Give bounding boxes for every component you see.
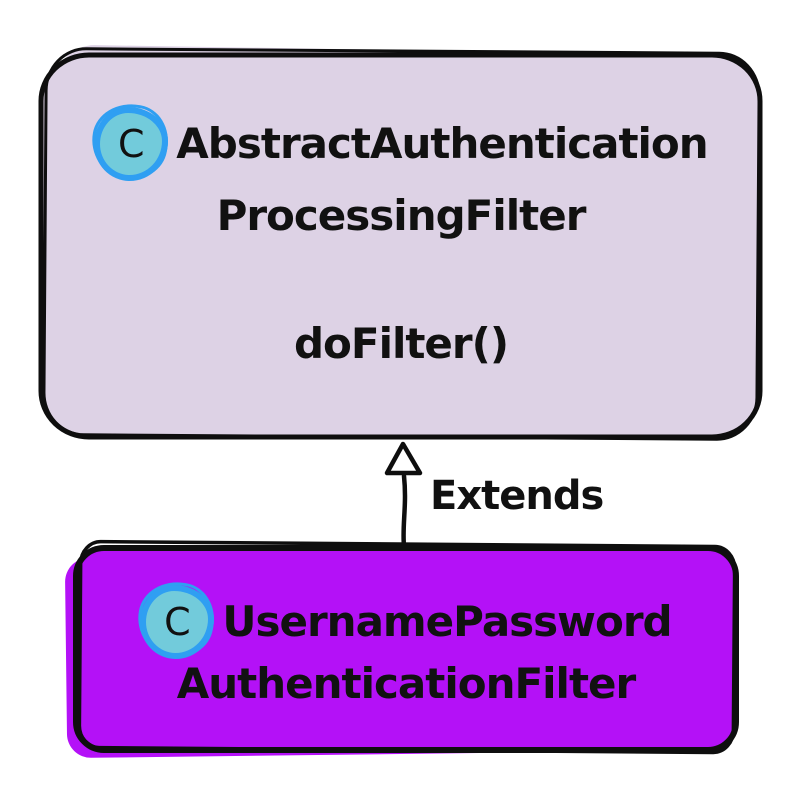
class-title-row2: ProcessingFilter xyxy=(40,188,762,244)
class-title-row: C UsernamePassword xyxy=(75,582,737,662)
class-badge-letter: C xyxy=(118,122,145,166)
class-badge-icon: C xyxy=(140,585,215,659)
class-title-row: C AbstractAuthentication xyxy=(40,104,762,184)
extends-arrow-line xyxy=(401,473,408,549)
class-node-username-password-authentication-filter[interactable]: C UsernamePassword AuthenticationFilter xyxy=(75,548,737,752)
class-name-line1: AbstractAuthentication xyxy=(176,119,708,168)
class-node-abstract-authentication-processing-filter[interactable]: C AbstractAuthentication ProcessingFilte… xyxy=(40,52,762,440)
class-badge-letter: C xyxy=(164,600,191,644)
class-badge-icon: C xyxy=(94,107,169,181)
extends-arrow[interactable] xyxy=(384,441,423,549)
extends-edge-label[interactable]: Extends xyxy=(430,473,604,519)
bottom-class-box-sketch-line xyxy=(77,539,737,755)
class-name-line2: ProcessingFilter xyxy=(216,191,587,240)
class-name-line1: UsernamePassword xyxy=(222,597,672,646)
top-class-box-sketch-line xyxy=(42,47,761,441)
extends-arrowhead-icon xyxy=(384,441,423,476)
method-label: doFilter() xyxy=(293,319,509,368)
class-name-line2: AuthenticationFilter xyxy=(176,659,636,708)
class-title-row2: AuthenticationFilter xyxy=(75,656,737,712)
class-method-row: doFilter() xyxy=(40,314,762,374)
